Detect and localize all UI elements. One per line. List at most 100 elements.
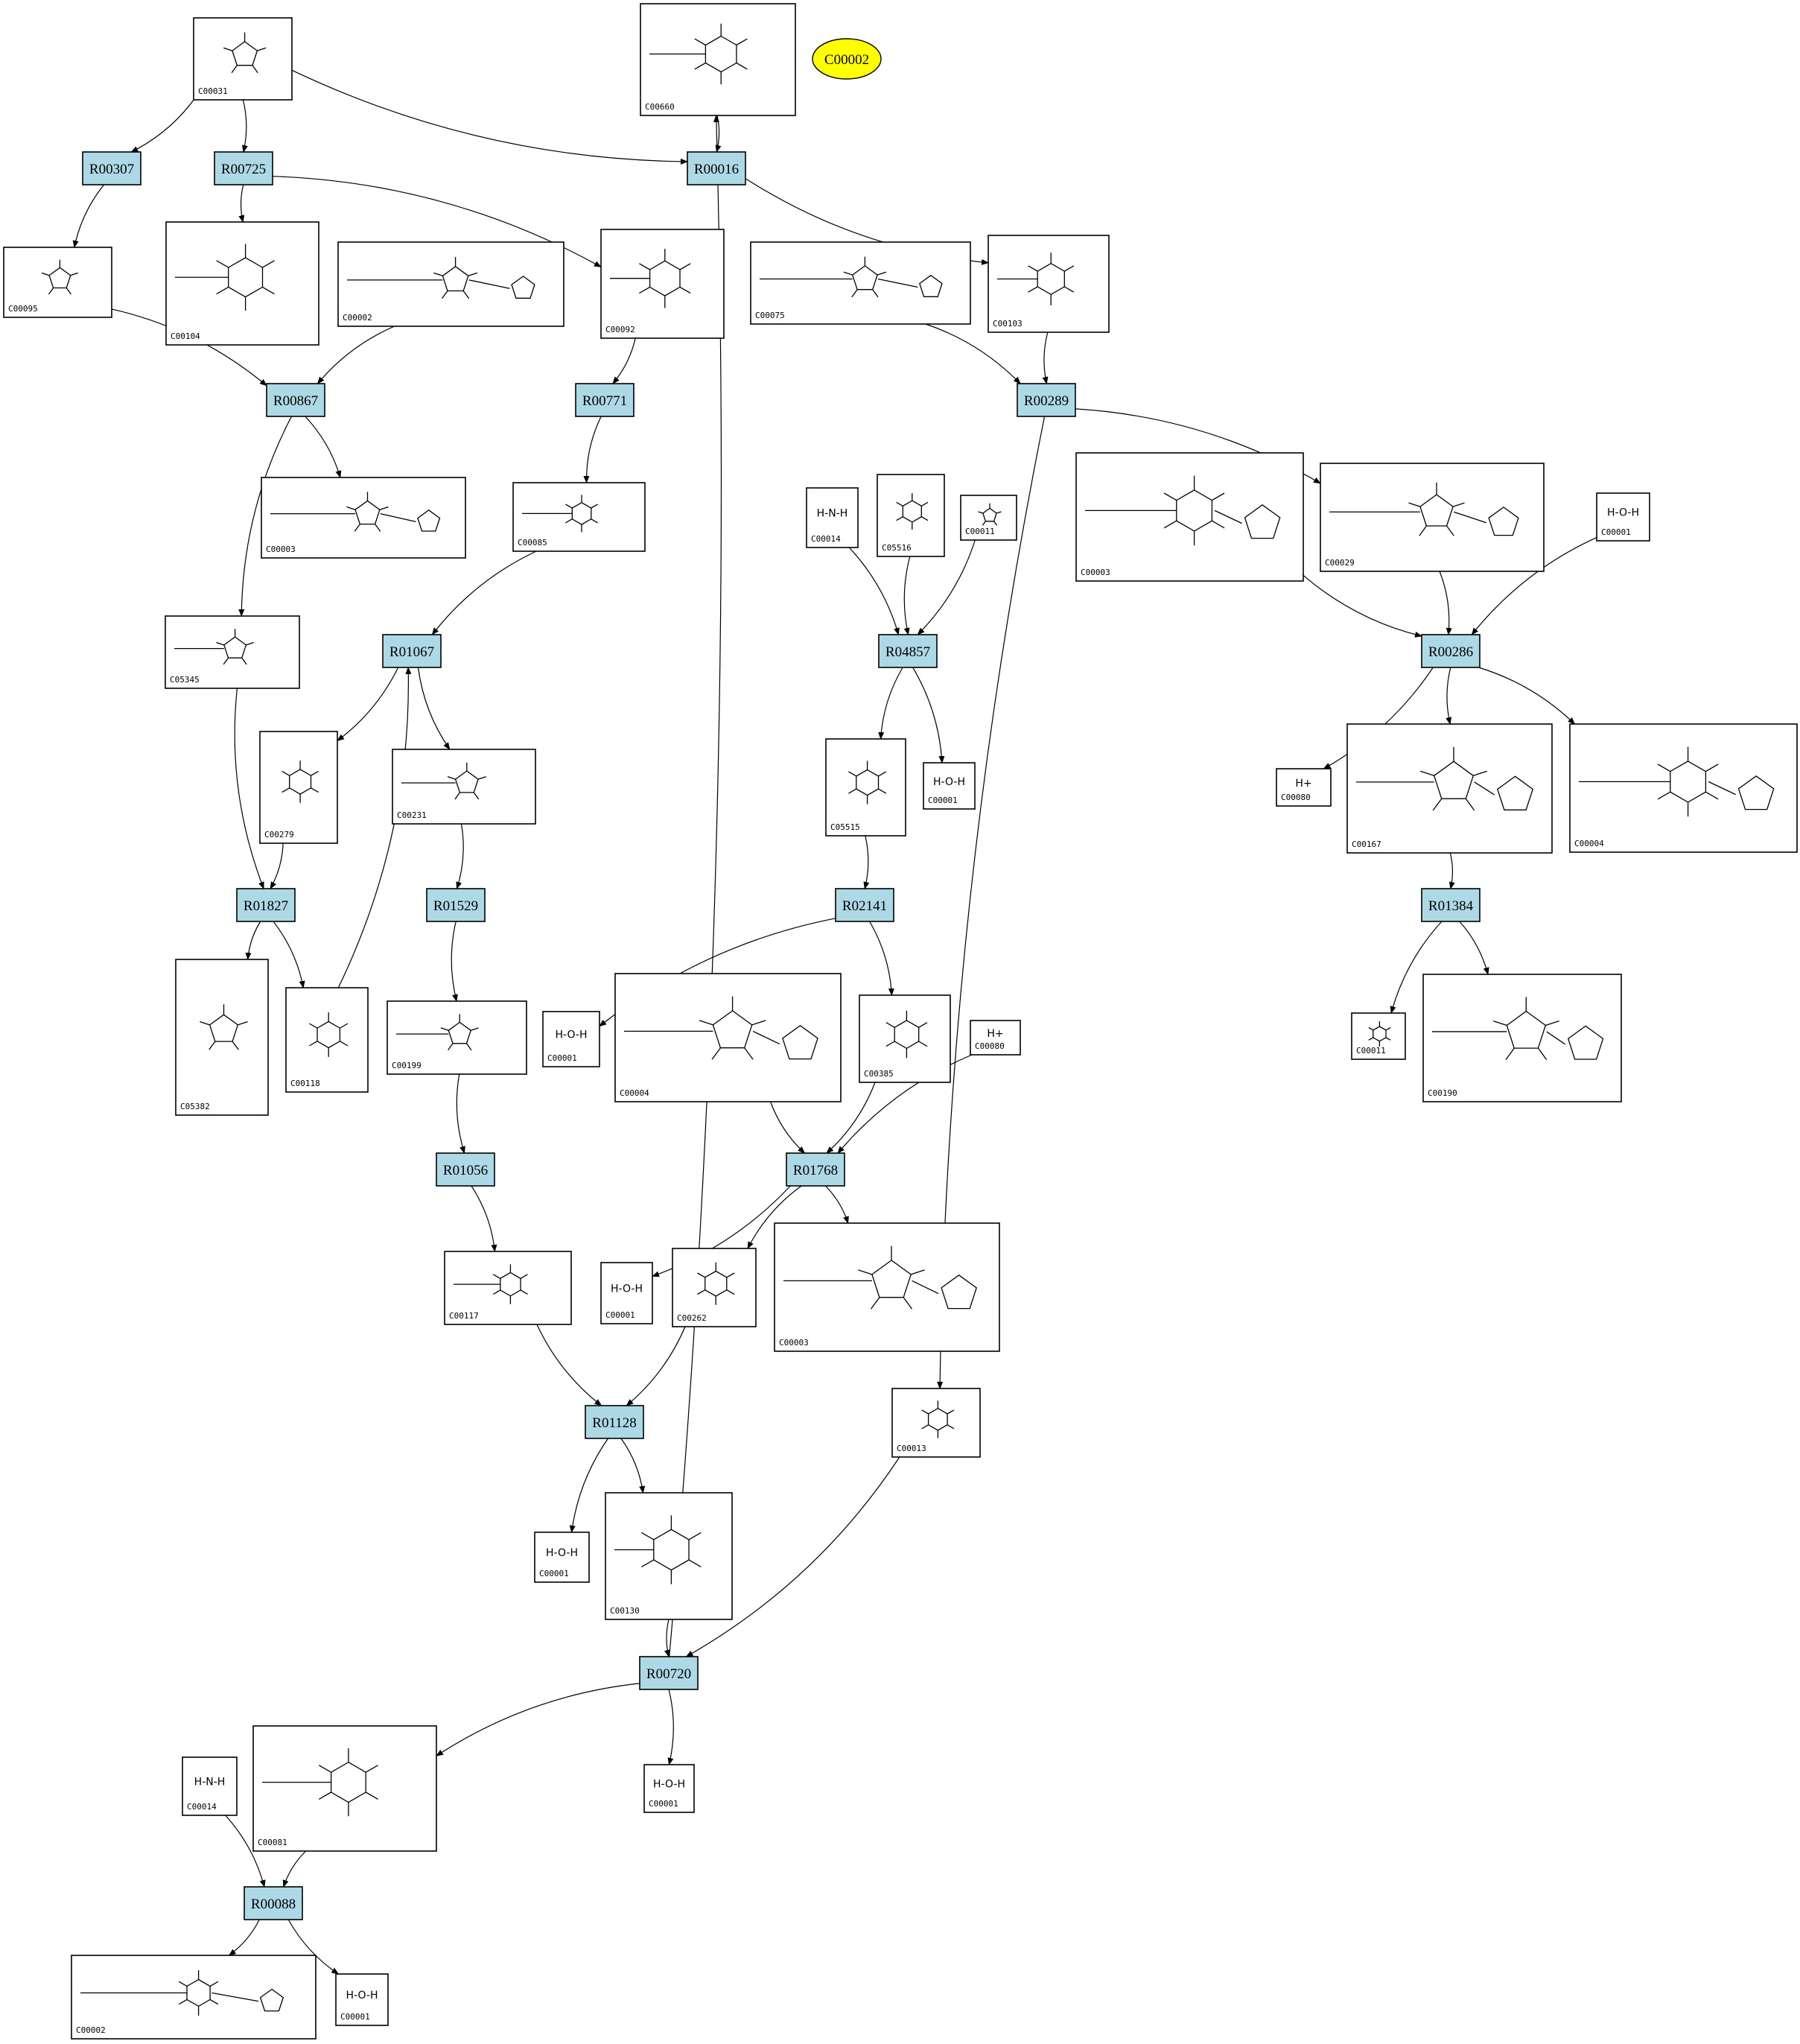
compound-node[interactable]: C00011 [1351, 1012, 1406, 1060]
reaction-node[interactable]: R01529 [426, 888, 486, 922]
edge-arrow [824, 1185, 849, 1224]
compound-box [182, 1756, 238, 1816]
molecule-bond [903, 1297, 913, 1310]
compound-node[interactable]: C00167 [1346, 723, 1553, 854]
compound-box [891, 1388, 981, 1458]
compound-node[interactable]: C00104 [165, 221, 319, 346]
compound-node[interactable]: C05515 [825, 738, 906, 837]
compound-node[interactable]: C00081 [252, 1725, 437, 1852]
compound-node[interactable]: C00002 [337, 241, 565, 327]
compound-node[interactable]: C00013 [891, 1388, 981, 1458]
reaction-node[interactable]: R00088 [244, 1886, 303, 1920]
reaction-node[interactable]: R00720 [639, 1656, 699, 1690]
molecule-bond [878, 771, 887, 777]
reaction-node[interactable]: R00289 [1017, 383, 1076, 417]
edge-arrow [1042, 331, 1049, 384]
compound-node[interactable]: C00092 [600, 229, 725, 339]
compound-node[interactable]: C00660 [640, 3, 796, 116]
reaction-node[interactable]: R00016 [687, 151, 746, 185]
molecule-chain [212, 1992, 259, 2002]
edge-arrow [1471, 537, 1597, 635]
compound-node[interactable]: C00004 [1569, 723, 1798, 853]
reaction-id-label: R00725 [221, 162, 266, 177]
compound-node[interactable]: C00262 [672, 1248, 757, 1327]
reaction-box [687, 151, 746, 185]
edge-arrow [228, 1919, 260, 1956]
compound-node[interactable]: C00199 [387, 1000, 527, 1075]
compound-node[interactable]: C00190 [1422, 974, 1622, 1102]
molecule-bond [878, 788, 887, 794]
compound-box [605, 1492, 733, 1620]
reaction-node[interactable]: R04857 [878, 634, 938, 668]
reaction-node[interactable]: R00771 [575, 383, 635, 417]
edge-arrow [238, 416, 293, 617]
compound-id-label: C00279 [264, 830, 294, 840]
compound-node[interactable]: C00130 [605, 1492, 733, 1620]
compound-id-label: C00118 [290, 1079, 320, 1088]
reaction-box [266, 383, 325, 417]
reaction-node[interactable]: R01384 [1421, 888, 1481, 922]
compound-node[interactable]: C00031 [193, 17, 293, 101]
molecule-bond [241, 657, 247, 665]
compound-node[interactable]: C00011 [960, 495, 1017, 541]
compound-id-label: C00262 [677, 1313, 707, 1323]
reaction-box [1017, 383, 1076, 417]
compound-node[interactable]: C00004 [614, 973, 842, 1102]
compound-node[interactable]: C05516 [877, 474, 945, 557]
compound-node[interactable]: C00117 [444, 1251, 572, 1325]
compound-node[interactable]: C00279 [259, 731, 338, 844]
compound-node[interactable]: C00118 [285, 987, 369, 1093]
molecule-ring [259, 1988, 284, 2012]
compound-node[interactable]: C05345 [165, 615, 300, 689]
molecule-bond [993, 521, 998, 526]
compound-node[interactable]: H+C00080 [1276, 768, 1332, 807]
reaction-node[interactable]: R02141 [835, 888, 894, 922]
compound-node[interactable]: C00002 [71, 1955, 317, 2040]
compound-node[interactable]: C00085 [512, 482, 646, 552]
highlight-node[interactable]: C00002 [812, 38, 882, 80]
molecule-bond [872, 289, 879, 298]
reaction-node[interactable]: R01827 [236, 888, 296, 922]
reaction-node[interactable]: R00307 [82, 151, 141, 185]
compound-node[interactable]: C00103 [988, 235, 1110, 333]
reaction-node[interactable]: R00286 [1421, 634, 1481, 668]
reaction-node[interactable]: R01128 [585, 1405, 644, 1439]
edge-arrow [451, 921, 458, 1002]
molecule-ring [209, 1014, 239, 1042]
compound-node[interactable]: C00003 [1075, 452, 1304, 582]
compound-node[interactable]: H+C00080 [970, 1020, 1021, 1056]
reaction-box [82, 151, 141, 185]
compound-node[interactable]: C00075 [750, 241, 971, 325]
reaction-node[interactable]: R00867 [266, 383, 325, 417]
reaction-node[interactable]: R01056 [436, 1152, 495, 1187]
compound-node[interactable]: C00003 [774, 1222, 1000, 1352]
edge-arrow [287, 1919, 340, 1975]
compound-node[interactable]: C00095 [3, 247, 112, 318]
edge-arrow [626, 1326, 686, 1406]
compound-node[interactable]: C05382 [175, 959, 269, 1116]
compound-id-label: C00003 [779, 1338, 809, 1348]
reaction-node[interactable]: R01067 [382, 634, 442, 668]
compound-node[interactable]: C00385 [859, 994, 951, 1083]
molecule-bond [1063, 265, 1075, 272]
compound-node[interactable]: C00231 [392, 749, 536, 825]
compound-node[interactable]: C00003 [261, 477, 466, 559]
edge-arrow [72, 184, 105, 248]
molecule-bond [920, 516, 929, 521]
reaction-node[interactable]: R01768 [786, 1152, 845, 1187]
molecule-chain [1546, 1031, 1566, 1045]
reaction-node[interactable]: R00725 [214, 151, 273, 185]
edge-arrow [569, 1438, 608, 1533]
compound-node[interactable]: C00029 [1320, 463, 1545, 572]
edges-layer [72, 69, 1597, 1975]
reaction-id-label: R00867 [273, 393, 318, 409]
